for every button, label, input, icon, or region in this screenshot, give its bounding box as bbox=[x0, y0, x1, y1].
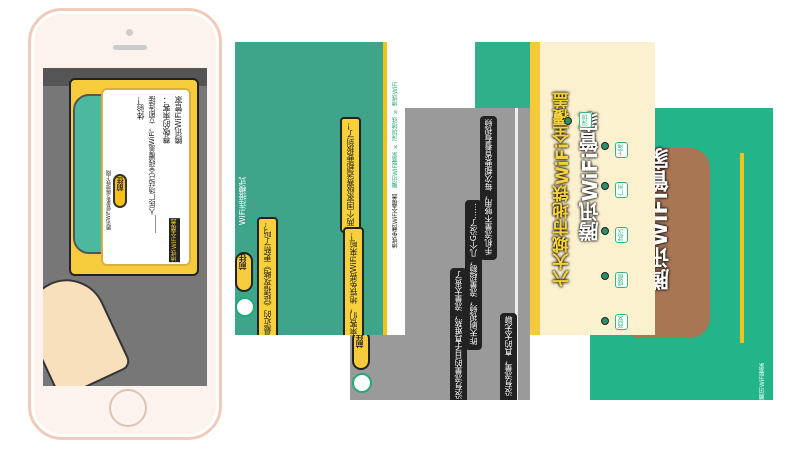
hand-illustration bbox=[43, 266, 133, 386]
greeting: 尊敬的乘客： bbox=[162, 96, 171, 144]
poster-title: 腾讯WiFi管家 bbox=[575, 112, 604, 241]
wifi-mode-label: WiFi连接模式 bbox=[238, 177, 247, 226]
city-label: 上海 bbox=[615, 142, 628, 158]
popup-card: 腾讯WiFi管家 尊敬的乘客： _____人民广场站已全线覆盖WiFi，立即连接… bbox=[69, 78, 199, 276]
poster-footer: 腾讯WiFi管家 bbox=[759, 363, 766, 400]
handrail bbox=[383, 42, 387, 335]
city-node bbox=[601, 142, 609, 150]
city-label: 深圳 bbox=[579, 112, 592, 128]
city-label: 广州 bbox=[615, 182, 628, 198]
handrail bbox=[515, 108, 518, 400]
bottom-line: 地铁免费WiFi全覆盖 bbox=[392, 193, 399, 249]
go-button[interactable]: 前往 bbox=[235, 252, 253, 292]
bubble-text: 两个国家级赛道都要报到了！ bbox=[346, 122, 355, 226]
speech-bubble: 手机流量不够用，每次都要省着看视频 bbox=[480, 116, 497, 260]
city-label: 武汉 bbox=[615, 227, 628, 243]
logo-text: 腾讯WiFi管家 bbox=[174, 96, 183, 145]
city-node bbox=[564, 117, 572, 125]
phone-screen: 腾讯WiFi管家 尊敬的乘客： _____人民广场站已全线覆盖WiFi，立即连接… bbox=[43, 68, 207, 386]
speech-bubble: 没有流量的日子真难熬，流量太贵了 bbox=[450, 268, 467, 400]
city-node bbox=[601, 182, 609, 190]
speech-bubble: 没有WiFi，没有流量，真的太无聊 bbox=[500, 313, 517, 400]
badge: 地铁WiFi全覆盖 bbox=[169, 218, 180, 263]
go-button-label: 前往 bbox=[238, 254, 247, 270]
city-node bbox=[601, 227, 609, 235]
yellow-band bbox=[530, 42, 540, 335]
city-node bbox=[601, 317, 609, 325]
go-button[interactable]: 前往 bbox=[352, 330, 370, 370]
go-button-label: 前往 bbox=[116, 177, 124, 191]
popup-footer: 腾讯WiFi管家专属地铁上网 bbox=[106, 170, 112, 231]
city-node bbox=[601, 272, 609, 280]
title-line-1: 腾讯WiFi管家 bbox=[578, 112, 602, 242]
speech-bubble: 昨天刷视频，流量超额，几个G没了…… bbox=[465, 200, 482, 351]
poster-green-carriage: 腾讯WiFi管家 × 深圳地铁 × 地铁WiFi 地铁免费WiFi全覆盖 两个国… bbox=[235, 42, 405, 335]
speech-bubble: 两个国家级赛道都要报到了！ bbox=[340, 117, 361, 233]
wifi-shield-icon bbox=[352, 373, 372, 393]
wifi-shield-icon bbox=[235, 297, 255, 317]
home-button[interactable] bbox=[109, 389, 147, 427]
speech-bubble: 哎，你看最近的《延禧攻略》更新了吗？ bbox=[257, 217, 278, 335]
city-label: 西安 bbox=[615, 314, 628, 330]
camera-icon bbox=[126, 29, 133, 36]
bubble-text: 哎，你看最近的《延禧攻略》更新了吗？ bbox=[263, 222, 272, 335]
brand-line: 腾讯WiFi管家 × 深圳地铁 × 地铁WiFi bbox=[392, 82, 399, 188]
bubble-text: 乘客们，地铁免费WiFi来啦！ bbox=[349, 232, 358, 335]
speech-bubble: 乘客们，地铁免费WiFi来啦！ bbox=[343, 227, 364, 335]
popup-content: 腾讯WiFi管家 尊敬的乘客： _____人民广场站已全线覆盖WiFi，立即连接… bbox=[101, 88, 191, 266]
speaker-grille bbox=[113, 45, 147, 50]
bubble-text: 没有WiFi，没有流量，真的太无聊 bbox=[504, 316, 513, 400]
go-button[interactable]: 前往 bbox=[113, 174, 127, 208]
phone-mockup: 腾讯WiFi管家 尊敬的乘客： _____人民广场站已全线覆盖WiFi，立即连接… bbox=[28, 8, 222, 440]
popup-body: _____人民广场站已全线覆盖WiFi，立即连接 bbox=[148, 96, 156, 233]
brand-strip: 腾讯WiFi管家 × 深圳地铁 × 地铁WiFi 地铁免费WiFi全覆盖 bbox=[387, 42, 405, 335]
signoff: 体验！ bbox=[136, 96, 145, 120]
bubble-text: 昨天刷视频，流量超额，几个G没了…… bbox=[469, 203, 478, 346]
handrail bbox=[740, 153, 744, 343]
city-label: 成都 bbox=[615, 272, 628, 288]
bubble-text: 没有流量的日子真难熬，流量太贵了 bbox=[454, 271, 463, 399]
bubble-text: 手机流量不够用，每次都要省着看视频 bbox=[484, 119, 493, 255]
